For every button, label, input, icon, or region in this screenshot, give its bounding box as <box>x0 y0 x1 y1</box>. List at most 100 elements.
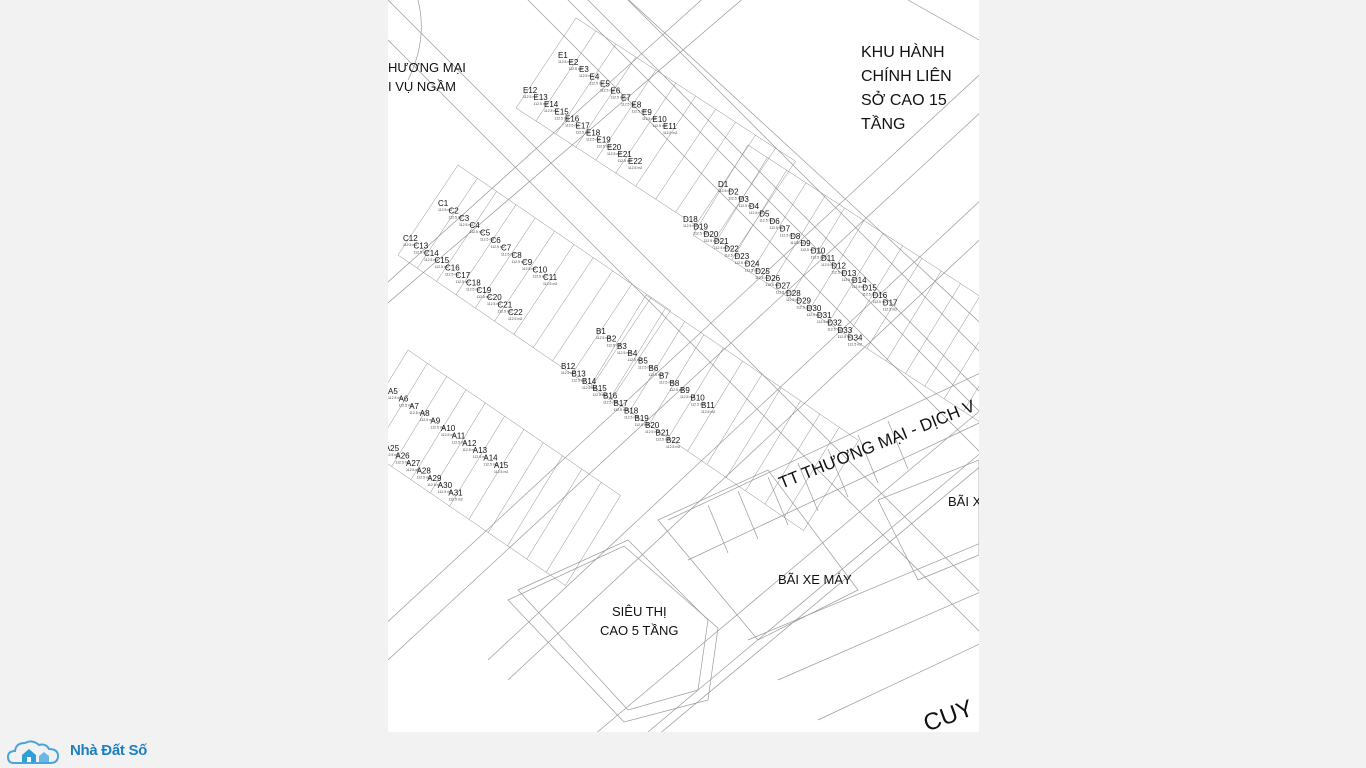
lot-area: 112.5 m2 <box>796 305 810 309</box>
lot-area: 112.5 m2 <box>483 463 497 467</box>
lot-divider <box>808 220 865 311</box>
lot-area: 112.5 m2 <box>759 219 773 223</box>
supermarket-label-1: SIÊU THỊ <box>612 604 667 619</box>
lot-label: D2 <box>728 187 739 196</box>
lot-area: 112.5 m2 <box>445 273 459 277</box>
lot-divider <box>507 455 563 546</box>
road-line <box>388 0 742 304</box>
lot-area: 112.5 m2 <box>572 378 586 382</box>
lot-area: 112.5 m2 <box>663 131 677 135</box>
lot-label: E3 <box>579 65 589 74</box>
lot-label: A26 <box>395 452 410 461</box>
lot-area: 112.5 m2 <box>388 446 389 450</box>
lot-label: A14 <box>483 454 498 463</box>
lot-divider <box>905 283 961 374</box>
lot-label: C16 <box>445 264 460 273</box>
block-edge <box>590 384 804 531</box>
lot-label: E10 <box>653 115 668 124</box>
lot-label: D6 <box>770 217 781 226</box>
lot-area: 112.5 m2 <box>555 116 569 120</box>
block-edge <box>388 463 566 586</box>
lot-divider <box>803 440 859 531</box>
lot-divider <box>655 109 716 200</box>
lot-area: 112.5 m2 <box>494 470 508 474</box>
lot-area: 112.5 m2 <box>624 415 638 419</box>
lot-label: D18 <box>683 215 698 224</box>
lot-area: 112.5 m2 <box>780 233 794 237</box>
lot-label: E2 <box>569 58 579 67</box>
lot-divider <box>513 244 575 335</box>
block-edge <box>407 349 621 496</box>
lot-divider <box>388 349 409 384</box>
block-edge <box>645 294 859 441</box>
lot-label: D4 <box>749 202 760 211</box>
lot-divider <box>565 495 621 586</box>
nha-dat-so-logo[interactable]: Nhà Đất Số <box>6 733 166 768</box>
lot-area: 112.5 m2 <box>456 280 470 284</box>
lot-area: 112.5 m2 <box>862 293 876 297</box>
lot-label: C1 <box>438 199 449 208</box>
lot-area: 112.5 m2 <box>501 252 515 256</box>
lot-divider <box>828 233 884 324</box>
lot-area: 112.5 m2 <box>579 74 593 78</box>
lot-area: 112.5 m2 <box>800 248 814 252</box>
lot-divider <box>610 310 671 401</box>
block-edge <box>692 234 979 422</box>
lot-area: 112.5 m2 <box>607 343 621 347</box>
lot-label: C15 <box>435 256 450 265</box>
lot-area: 112.5 m2 <box>576 131 590 135</box>
parking-divider <box>707 504 729 554</box>
lot-label: A27 <box>406 459 421 468</box>
lot-label: D5 <box>759 210 770 219</box>
lot-label: D13 <box>842 269 857 278</box>
lot-area: 112.5 m2 <box>441 433 455 437</box>
lot-area: 112.5 m2 <box>852 285 866 289</box>
lot-divider <box>735 161 796 252</box>
lot-area: 112.5 m2 <box>873 300 887 304</box>
lot-label: D27 <box>776 282 791 291</box>
block-edge <box>397 254 611 401</box>
lot-label: D30 <box>807 304 822 313</box>
lot-divider <box>468 429 525 520</box>
lot-divider <box>745 400 801 491</box>
lot-divider <box>648 334 705 425</box>
lot-label: C18 <box>466 278 481 287</box>
lot-divider <box>866 258 923 349</box>
road-line <box>487 201 979 661</box>
lot-divider <box>417 178 478 269</box>
cloud-house-icon <box>6 739 60 764</box>
lot-label: E16 <box>565 114 580 123</box>
lot-area: 112.5 m2 <box>449 215 463 219</box>
lot-label: E17 <box>576 122 591 131</box>
lot-divider <box>675 122 736 213</box>
road-line <box>527 0 979 452</box>
lot-label: E6 <box>611 87 621 96</box>
lot-area: 112.5 m2 <box>477 295 491 299</box>
lot-area: 112.5 m2 <box>770 226 784 230</box>
lot-divider <box>635 95 696 187</box>
parcel-lines <box>388 17 979 586</box>
lot-area: 112.5 m2 <box>691 403 705 407</box>
lot-divider <box>695 135 756 226</box>
lot-label: C21 <box>498 301 513 310</box>
lot-label: C22 <box>508 308 523 317</box>
lot-label: A10 <box>441 424 456 433</box>
lot-area: 112.5 m2 <box>680 395 694 399</box>
lot-area: 112.5 m2 <box>670 388 684 392</box>
lot-area: 112.5 m2 <box>786 298 800 302</box>
lot-area: 112.5 m2 <box>632 110 646 114</box>
lot-area: 112.5 m2 <box>582 386 596 390</box>
lot-area: 112.5 m2 <box>817 320 831 324</box>
lot-label: A6 <box>399 394 409 403</box>
lot-area: 112.5 m2 <box>628 358 642 362</box>
road-line <box>777 592 979 681</box>
lot-area: 112.5 m2 <box>755 276 769 280</box>
lot-area: 112.5 m2 <box>666 445 680 449</box>
lot-label: E4 <box>590 72 600 81</box>
lot-label: C12 <box>403 234 418 243</box>
lot-divider <box>963 385 979 412</box>
lot-area: 112.5 m2 <box>438 208 452 212</box>
road-line <box>627 0 979 352</box>
